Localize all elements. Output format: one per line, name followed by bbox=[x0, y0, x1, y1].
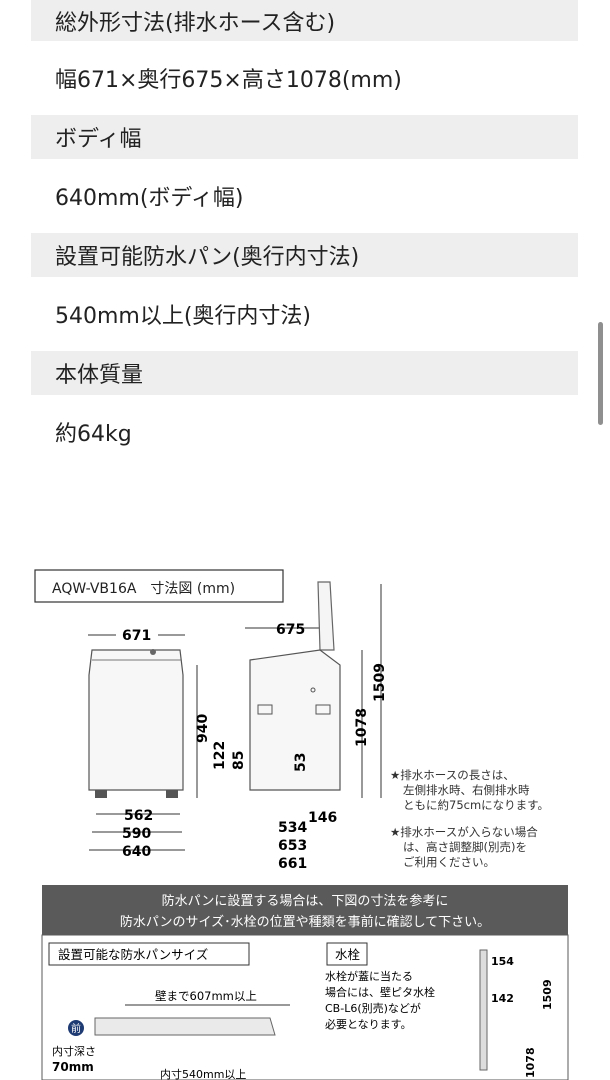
front-width-bg bbox=[116, 624, 158, 644]
side-h53: 53 bbox=[293, 753, 309, 772]
pan-depth-value: 70mm bbox=[52, 1060, 94, 1074]
note-line-6: ご利用ください。 bbox=[403, 855, 495, 869]
front-foot-right bbox=[166, 790, 178, 798]
side-d675: 675 bbox=[276, 622, 305, 638]
spec-value-dimensions: 幅671×奥行675×高さ1078(mm) bbox=[31, 41, 578, 115]
side-handle-left bbox=[257, 704, 273, 715]
banner-line-1: 防水パンに設置する場合は、下図の寸法を参考に bbox=[162, 893, 449, 909]
faucet-desc-2: 場合には、壁ピタ水栓 bbox=[325, 985, 435, 999]
pan-label-box bbox=[48, 942, 250, 966]
side-handle-right bbox=[315, 704, 331, 715]
side-washer-body bbox=[249, 649, 341, 791]
pan-inner-depth: 内寸深さ bbox=[52, 1044, 96, 1058]
pan-wall: 壁まで607mm以上 bbox=[155, 989, 257, 1003]
side-dot bbox=[310, 687, 316, 693]
front-width-671: 671 bbox=[122, 628, 151, 644]
front-knob bbox=[150, 649, 156, 655]
diagram-banner bbox=[42, 885, 568, 935]
banner-line-2: 防水パンのサイズ･水栓の位置や種類を事前に確認して下さい。 bbox=[120, 914, 490, 930]
faucet-label-box bbox=[326, 942, 368, 966]
faucet-desc-1: 水栓が蓋に当たる bbox=[325, 969, 413, 983]
faucet-desc-3: CB-L6(別売)などが bbox=[325, 1001, 421, 1015]
side-d146: 146 bbox=[308, 810, 337, 826]
side-d534: 534 bbox=[278, 820, 307, 836]
side-d653: 653 bbox=[278, 838, 307, 854]
spec-value-weight: 約64kg bbox=[31, 395, 578, 469]
note-line-5: は、高さ調整脚(別売)を bbox=[403, 840, 527, 854]
front-h940: 940 bbox=[195, 714, 211, 743]
note-line-2: 左側排水時、右側排水時 bbox=[403, 783, 530, 797]
note-line-1: ★排水ホースの長さは、 bbox=[390, 768, 515, 782]
spec-table: 総外形寸法(排水ホース含む) 幅671×奥行675×高さ1078(mm) ボディ… bbox=[31, 0, 578, 469]
front-w590: 590 bbox=[122, 826, 151, 842]
front-badge bbox=[68, 1020, 84, 1036]
diagram-notes: ★排水ホースの長さは、 左側排水時、右側排水時 ともに約75cmになります。 ★… bbox=[390, 768, 549, 869]
side-view: 675 1509 1078 53 146 534 653 661 bbox=[245, 581, 388, 872]
spec-value-body-width: 640mm(ボディ幅) bbox=[31, 159, 578, 233]
note-line-3: ともに約75cmになります。 bbox=[403, 798, 549, 812]
diagram-title-box bbox=[34, 569, 284, 603]
pan-inner-width: 内寸540mm以上 bbox=[160, 1067, 246, 1080]
front-h122: 122 bbox=[212, 741, 228, 770]
front-foot-left bbox=[95, 790, 107, 798]
front-view: 671 940 122 85 562 590 640 bbox=[88, 624, 247, 860]
side-h1078: 1078 bbox=[354, 708, 370, 747]
faucet-h1078: 1078 bbox=[524, 1047, 537, 1078]
faucet-h1509: 1509 bbox=[541, 979, 554, 1010]
faucet-d154: 154 bbox=[491, 955, 514, 968]
spec-value-pan: 540mm以上(奥行内寸法) bbox=[31, 277, 578, 351]
pan-shape bbox=[94, 1017, 276, 1036]
faucet-d142: 142 bbox=[491, 992, 514, 1005]
front-h85: 85 bbox=[231, 751, 247, 770]
front-w562: 562 bbox=[124, 808, 153, 824]
pan-label: 設置可能な防水パンサイズ bbox=[58, 947, 208, 962]
spec-label-pan: 設置可能防水パン(奥行内寸法) bbox=[31, 233, 578, 277]
scrollbar-thumb[interactable] bbox=[598, 322, 603, 425]
note-line-4: ★排水ホースが入らない場合 bbox=[390, 825, 538, 839]
dimension-diagram: AQW-VB16A 寸法図 (mm) 671 940 122 85 562 59… bbox=[34, 569, 569, 1080]
front-w640: 640 bbox=[122, 844, 151, 860]
spec-label-body-width: ボディ幅 bbox=[31, 115, 578, 159]
side-d661: 661 bbox=[278, 856, 307, 872]
faucet-wall bbox=[479, 949, 488, 1071]
diagram-title: AQW-VB16A 寸法図 (mm) bbox=[52, 581, 235, 597]
spec-label-weight: 本体質量 bbox=[31, 351, 578, 395]
side-open-lid bbox=[317, 581, 335, 651]
faucet-desc-4: 必要となります。 bbox=[325, 1018, 412, 1031]
front-washer-body bbox=[88, 649, 184, 791]
spec-label-dimensions: 総外形寸法(排水ホース含む) bbox=[31, 0, 578, 41]
front-badge-label: 前 bbox=[71, 1022, 81, 1035]
side-h1509: 1509 bbox=[372, 663, 388, 702]
faucet-label: 水栓 bbox=[335, 947, 361, 962]
